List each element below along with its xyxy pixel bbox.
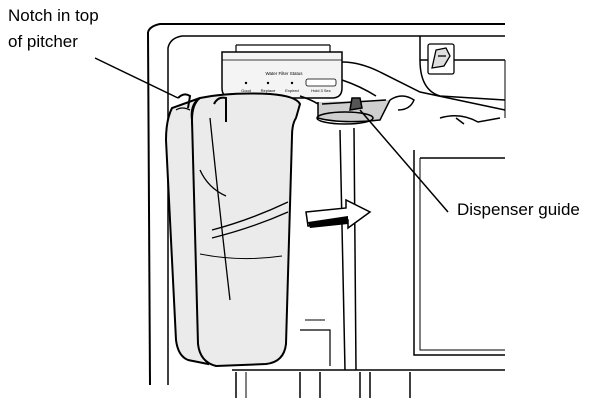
ice-dispenser-lever-icon bbox=[427, 43, 455, 75]
filter-panel-title: Water Filter Status bbox=[265, 71, 303, 76]
refrigerator-compartment bbox=[147, 23, 505, 398]
dispenser-guide-leader-line bbox=[359, 109, 449, 213]
notch-callout-line-1: Notch in top bbox=[8, 6, 99, 25]
water-filter-status-panel: Water Filter Status Good Replace Expired… bbox=[221, 44, 343, 99]
indicator-replace: Replace bbox=[261, 88, 276, 93]
water-pitcher bbox=[164, 92, 302, 368]
dispenser-guide-callout: Dispenser guide bbox=[457, 200, 580, 219]
indicator-hold: Hold 3 Sec bbox=[311, 88, 331, 93]
callout-leader-lines bbox=[94, 57, 449, 213]
direction-arrow-icon bbox=[305, 198, 372, 230]
notch-callout-line-2: of pitcher bbox=[8, 32, 78, 51]
dispenser-guide bbox=[299, 95, 501, 125]
upper-dispenser-housing bbox=[341, 59, 506, 118]
notch-leader-line bbox=[94, 57, 179, 99]
indicator-expired: Expired bbox=[285, 88, 299, 93]
indicator-good: Good bbox=[241, 88, 251, 93]
